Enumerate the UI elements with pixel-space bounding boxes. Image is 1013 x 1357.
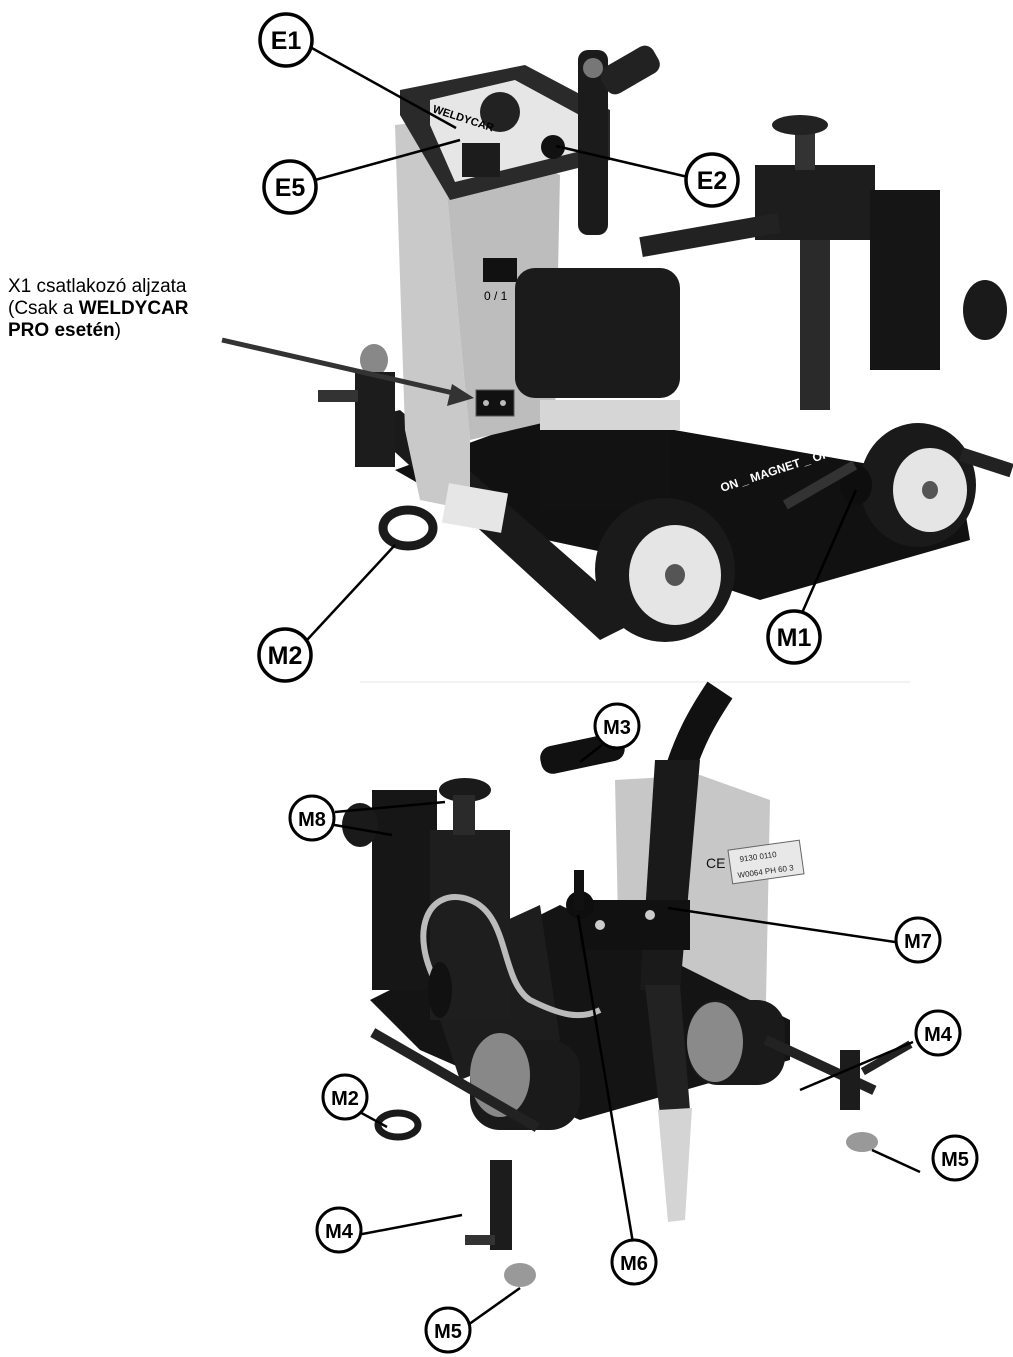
crank-arm [578, 50, 608, 235]
arm-bar [639, 212, 781, 258]
holder-knob [772, 115, 828, 135]
leader-e2 [555, 144, 689, 179]
leader-e5 [314, 138, 461, 182]
leader-m4-right [799, 1040, 914, 1092]
top-leader-lines [306, 45, 858, 641]
leader-m7 [667, 906, 896, 944]
callout-m4-left: M4 [315, 1206, 363, 1254]
ce-mark: CE [706, 855, 725, 871]
x1-arrow-shaft [221, 337, 463, 398]
bottom-photo-carriage: CE 9130 0110 W0064 PH 60 3 [342, 681, 913, 1287]
svg-text:M7: M7 [904, 931, 932, 953]
motor-housing [515, 268, 680, 398]
eye-bolt-bottom [374, 1109, 422, 1141]
leader-e1 [309, 45, 457, 130]
svg-text:M2: M2 [268, 642, 303, 670]
leader-m3 [579, 744, 603, 763]
leader-m8-b [334, 800, 446, 814]
leader-m4-left [351, 1213, 463, 1238]
switch-label: 0 / 1 [484, 289, 508, 303]
left-guide-roller [360, 344, 388, 376]
x1-socket [475, 389, 515, 417]
note-line-3: PRO esetén) [8, 320, 308, 342]
button-e2 [541, 135, 565, 159]
magnet-lever [840, 465, 872, 505]
svg-text:M4: M4 [325, 1221, 354, 1243]
callout-m5-left: M5 [424, 1306, 472, 1354]
crank-handle [600, 45, 660, 95]
note-line-3-bold: PRO esetén [8, 320, 115, 341]
svg-text:E2: E2 [697, 167, 728, 195]
callout-m2-bottom: M2 [321, 1073, 369, 1121]
callout-m4-right: M4 [914, 1009, 962, 1057]
svg-text:M8: M8 [298, 809, 326, 831]
callout-m6: M6 [610, 1238, 658, 1286]
callout-m8: M8 [288, 794, 336, 842]
control-column [395, 120, 470, 510]
callout-m3: M3 [593, 702, 641, 750]
callout-e5: E5 [262, 159, 318, 215]
svg-text:E5: E5 [275, 174, 306, 202]
left-clamp [355, 372, 395, 467]
callout-m7: M7 [894, 916, 942, 964]
torch-neck [645, 985, 690, 1115]
leader-m2-top [306, 544, 396, 641]
x1-socket-note: X1 csatlakozó aljzata (Csak a WELDYCAR P… [8, 276, 308, 342]
side-rail-right [959, 447, 1013, 478]
vertical-slide [800, 240, 830, 410]
note-line-2-bold: WELDYCAR [78, 298, 189, 319]
x1-arrow-head [447, 384, 474, 406]
torch-nozzle [658, 1108, 692, 1222]
cable [420, 894, 602, 1019]
note-line-3-post: ) [114, 320, 121, 341]
note-line-1: X1 csatlakozó aljzata [8, 276, 187, 297]
svg-text:E1: E1 [271, 27, 302, 55]
svg-text:M5: M5 [434, 1321, 462, 1343]
callout-m2-top: M2 [257, 627, 313, 683]
leader-m8-a [322, 821, 393, 837]
top-photo-carriage: WELDYCAR 0 / 1 ON _ MAGNET _ OFF [318, 45, 1013, 642]
svg-text:M5: M5 [941, 1149, 969, 1171]
svg-text:M2: M2 [331, 1088, 359, 1110]
callout-e2: E2 [684, 152, 740, 208]
svg-text:M3: M3 [603, 717, 631, 739]
leader-m1 [800, 489, 858, 614]
guide-bar-left [370, 1028, 540, 1132]
front-wheel [595, 498, 735, 642]
callout-m5-right: M5 [931, 1134, 979, 1182]
speed-selector-e5 [462, 143, 500, 177]
torch-hose [665, 681, 733, 775]
leader-m6 [576, 914, 635, 1244]
guide-roller-right [846, 1132, 878, 1152]
guide-roller-left [504, 1263, 536, 1287]
note-line-2: (Csak a WELDYCAR [8, 298, 308, 320]
svg-text:M6: M6 [620, 1253, 648, 1275]
knob-e1 [480, 92, 520, 132]
callout-e1: E1 [258, 12, 314, 68]
rear-wheel [860, 423, 976, 547]
motor-body [540, 430, 670, 510]
adjust-knob [439, 778, 491, 802]
note-line-2-pre: (Csak a [8, 298, 79, 319]
rating-plate [727, 839, 805, 885]
svg-text:M1: M1 [777, 624, 812, 652]
eye-bolt [378, 505, 438, 551]
callout-m1: M1 [766, 609, 822, 665]
svg-text:M4: M4 [924, 1024, 953, 1046]
leader-m5-right [871, 1148, 921, 1174]
power-switch [483, 258, 517, 282]
